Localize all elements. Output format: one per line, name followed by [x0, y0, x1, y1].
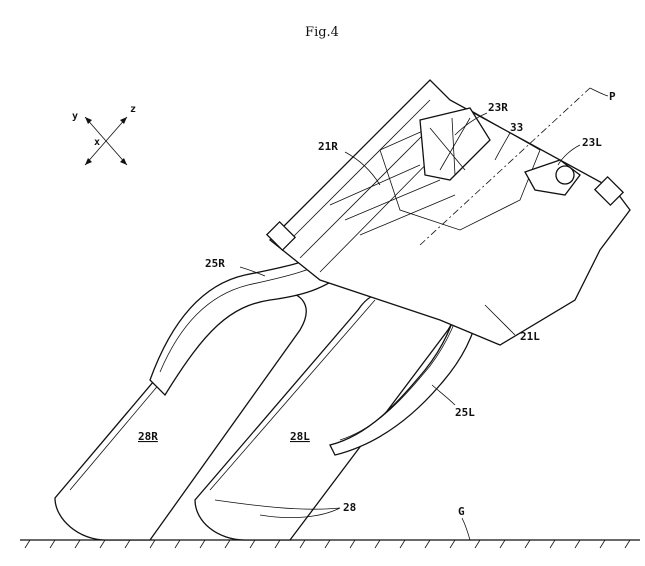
leader-25R — [239, 266, 266, 277]
label-21R: 21R — [318, 140, 338, 153]
axis-line-P — [419, 87, 591, 246]
housing-outline — [269, 79, 631, 346]
label-21L: 21L — [520, 330, 540, 343]
label-28R: 28R — [138, 430, 158, 443]
axis-y-label: y — [72, 111, 78, 122]
label-28: 28 — [343, 501, 356, 514]
axis-arrow-icon — [120, 158, 127, 165]
label-25R: 25R — [205, 257, 225, 270]
leader-25L — [431, 384, 456, 406]
arm-23L — [524, 159, 581, 196]
axis-z-label: z — [130, 104, 136, 115]
ground-hatch — [24, 539, 631, 549]
axis-y-arrow-icon — [85, 117, 92, 124]
label-33: 33 — [510, 121, 523, 134]
housing-detail — [329, 164, 456, 236]
leader-23L — [557, 144, 581, 166]
axis-z-line — [84, 116, 128, 166]
axis-z-arrow-icon — [120, 117, 127, 124]
arm-23R-truss — [429, 117, 471, 176]
figure-title: Fig.4 — [305, 25, 339, 40]
label-28L: 28L — [290, 430, 310, 443]
ground — [20, 539, 640, 549]
leader-23R — [454, 112, 488, 136]
tire-28L-groove — [209, 299, 376, 491]
axis-x-label: x — [94, 137, 100, 148]
leader-33 — [494, 132, 511, 161]
axis-arrow-icon — [85, 158, 92, 165]
label-P: P — [609, 90, 616, 103]
upper-housing — [265, 79, 631, 346]
leader-P — [589, 87, 609, 97]
label-G: G — [458, 505, 465, 518]
leader-21L — [484, 304, 516, 336]
housing-tab — [265, 220, 297, 252]
axes-indicator: y z x — [72, 104, 136, 166]
housing-tab — [593, 175, 625, 207]
label-23R: 23R — [488, 101, 508, 114]
leader-G — [461, 517, 471, 541]
arm-23R — [419, 107, 491, 181]
leader-21R — [344, 151, 381, 186]
leader-28 — [214, 499, 341, 518]
label-25L: 25L — [455, 406, 475, 419]
label-23L: 23L — [582, 136, 602, 149]
arm-23L-pivot — [555, 165, 575, 185]
